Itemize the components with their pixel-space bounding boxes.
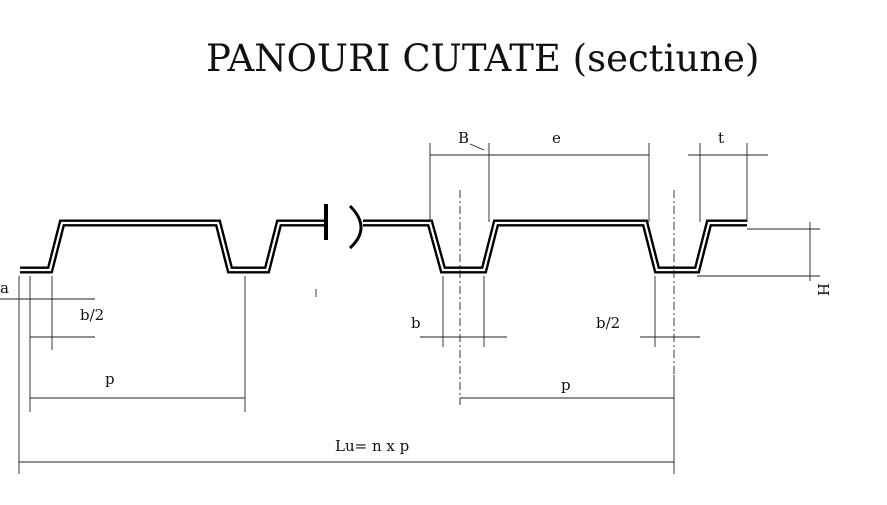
svg-text:e: e bbox=[552, 129, 561, 147]
dimension-b-half-right: b/2 bbox=[596, 276, 700, 347]
svg-text:a: a bbox=[0, 279, 9, 297]
svg-text:b: b bbox=[411, 314, 421, 332]
dimension-e: e bbox=[489, 129, 650, 222]
profile-right bbox=[363, 219, 747, 274]
profile-left bbox=[20, 219, 325, 274]
dimension-p-left: p bbox=[29, 276, 246, 412]
dimension-B: B bbox=[429, 129, 490, 222]
break-mark-right bbox=[348, 204, 363, 250]
diagram-title: PANOURI CUTATE (sectiune) bbox=[206, 37, 759, 80]
dimension-p-right: p bbox=[460, 376, 674, 399]
svg-text:p: p bbox=[105, 370, 115, 388]
svg-text:t: t bbox=[718, 129, 724, 147]
svg-text:B: B bbox=[458, 129, 469, 147]
svg-text:H: H bbox=[814, 283, 832, 296]
svg-text:b/2: b/2 bbox=[80, 306, 104, 324]
dimension-Lu: Lu= n x p bbox=[18, 276, 675, 474]
dimension-b-half-left: b/2 bbox=[15, 276, 104, 350]
svg-text:b/2: b/2 bbox=[596, 314, 620, 332]
svg-text:Lu= n x p: Lu= n x p bbox=[335, 437, 409, 455]
dimension-H: H bbox=[697, 222, 832, 296]
svg-text:p: p bbox=[561, 376, 571, 394]
dimension-b: b bbox=[411, 276, 507, 347]
dimension-t: t bbox=[688, 129, 768, 222]
